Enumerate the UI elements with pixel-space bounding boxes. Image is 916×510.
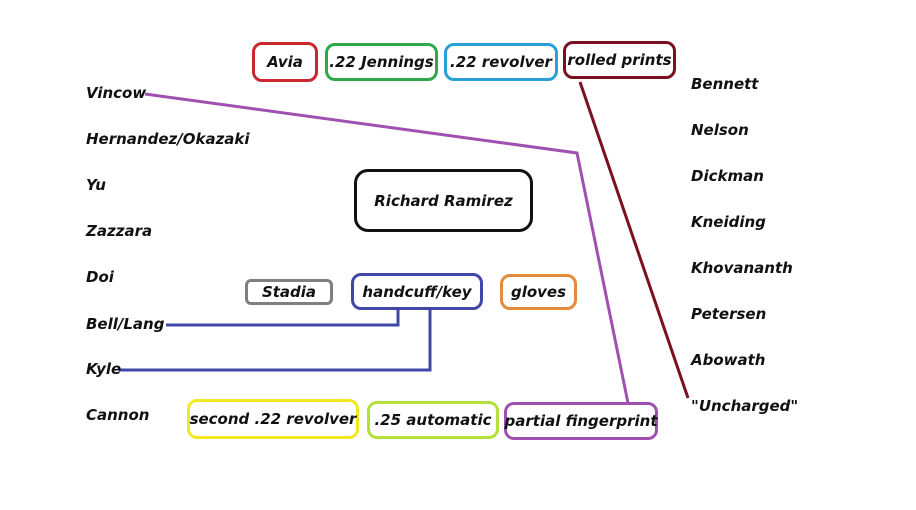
right-name-bennett: Bennett xyxy=(691,75,759,93)
left-name-kyle: Kyle xyxy=(86,360,122,378)
evidence-box-rolled-prints: rolled prints xyxy=(563,41,676,79)
center-box-richard-ramirez: Richard Ramirez xyxy=(354,169,533,232)
evidence-box-stadia: Stadia xyxy=(245,279,333,305)
left-name-yu: Yu xyxy=(86,176,106,194)
left-name-doi: Doi xyxy=(86,268,114,286)
connector-vincow-partial-fingerprint xyxy=(144,92,630,404)
connector-kyle-handcuff xyxy=(119,308,432,372)
left-name-vincow: Vincow xyxy=(86,84,147,102)
left-name-zazzara: Zazzara xyxy=(86,222,153,240)
right-name-dickman: Dickman xyxy=(691,167,764,185)
right-name-khovananth: Khovananth xyxy=(691,259,793,277)
right-name-uncharged: "Uncharged" xyxy=(691,397,799,415)
evidence-box-second-22-revolver: second .22 revolver xyxy=(187,399,359,439)
right-name-kneiding: Kneiding xyxy=(691,213,766,231)
left-name-hernandez-okazaki: Hernandez/Okazaki xyxy=(86,130,250,148)
right-name-petersen: Petersen xyxy=(691,305,767,323)
left-name-bell-lang: Bell/Lang xyxy=(86,315,165,333)
left-name-cannon: Cannon xyxy=(86,406,150,424)
connector-rolled-prints-uncharged xyxy=(578,81,690,399)
evidence-box-partial-fingerprint: partial fingerprint xyxy=(504,402,658,440)
evidence-box-handcuff-key: handcuff/key xyxy=(351,273,483,310)
right-name-nelson: Nelson xyxy=(691,121,749,139)
evidence-box-avia: Avia xyxy=(252,42,318,82)
evidence-box-gloves: gloves xyxy=(500,274,577,310)
right-name-abowath: Abowath xyxy=(691,351,766,369)
evidence-box-22-revolver: .22 revolver xyxy=(444,43,558,81)
evidence-box-25-automatic: .25 automatic xyxy=(367,401,499,439)
connector-bell-lang-handcuff xyxy=(166,308,400,327)
evidence-box-22-jennings: .22 Jennings xyxy=(325,43,438,81)
